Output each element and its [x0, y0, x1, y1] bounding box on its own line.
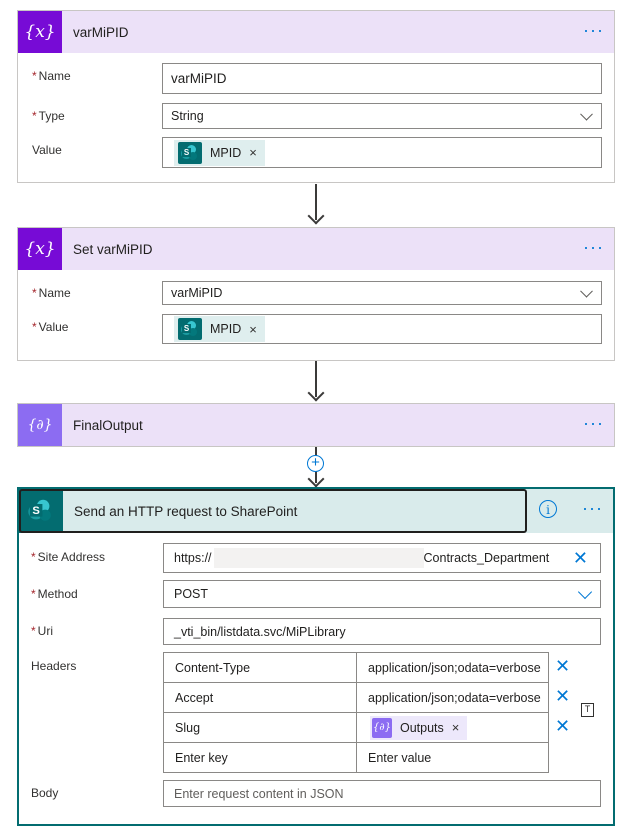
sharepoint-icon: S [178, 318, 202, 340]
more-options-button[interactable]: ··· [583, 413, 604, 433]
token-label: Outputs [400, 720, 444, 735]
card-header[interactable]: {∂} FinalOutput ··· [18, 404, 614, 446]
arrow-head [307, 470, 325, 488]
compose-icon: {∂} [372, 717, 392, 738]
headers-table: Content-Type application/json;odata=verb… [163, 652, 549, 773]
compose-icon: {∂} [18, 404, 62, 446]
info-icon[interactable]: i [539, 500, 557, 518]
connector-arrow [315, 184, 317, 220]
remove-token-icon[interactable]: × [249, 145, 257, 160]
type-dropdown[interactable]: String [162, 103, 602, 129]
name-label: *Name [32, 69, 71, 83]
dynamic-content-token[interactable]: {∂} Outputs × [370, 715, 468, 740]
header-value-input[interactable]: Enter value [356, 742, 549, 773]
body-field[interactable]: Enter request content in JSON [163, 780, 601, 807]
header-focus-outline [19, 489, 527, 533]
remove-header-icon[interactable]: ✕ [555, 656, 571, 676]
token-label: MPID [210, 145, 242, 160]
header-row-empty: Enter key Enter value [163, 742, 549, 773]
header-key-cell[interactable]: Accept [163, 682, 357, 713]
header-key-input[interactable]: Enter key [163, 742, 357, 773]
more-options-button[interactable]: ··· [583, 20, 604, 40]
header-row: Slug {∂} Outputs × [163, 712, 549, 743]
switch-to-text-mode-icon[interactable]: T [581, 703, 594, 717]
redacted-url [213, 548, 424, 568]
remove-token-icon[interactable]: × [249, 321, 257, 337]
card-header[interactable]: S Send an HTTP request to SharePoint i ·… [19, 489, 613, 533]
remove-header-icon[interactable]: ✕ [555, 686, 571, 706]
http-request-card: S Send an HTTP request to SharePoint i ·… [17, 487, 615, 826]
method-label: *Method [31, 587, 78, 601]
header-key-cell[interactable]: Content-Type [163, 652, 357, 683]
header-value-cell[interactable]: application/json;odata=verbose [356, 652, 549, 683]
type-label: *Type [32, 109, 65, 123]
header-value-cell[interactable]: {∂} Outputs × [356, 712, 549, 743]
uri-field[interactable]: _vti_bin/listdata.svc/MiPLibrary [163, 618, 601, 645]
value-field[interactable]: S MPID × [162, 314, 602, 344]
value-field[interactable]: S MPID × [162, 137, 602, 168]
card-title[interactable]: Set varMiPID [73, 241, 153, 257]
sharepoint-icon: S [19, 489, 63, 533]
variable-icon: {𝑥} [18, 11, 62, 53]
card-header[interactable]: {𝑥} Set varMiPID ··· [18, 228, 614, 270]
chevron-down-icon[interactable] [577, 584, 593, 600]
name-label: *Name [32, 286, 71, 300]
remove-token-icon[interactable]: × [451, 720, 460, 735]
arrow-head [307, 207, 325, 225]
value-label: Value [32, 143, 62, 157]
card-header[interactable]: {𝑥} varMiPID ··· [18, 11, 614, 53]
header-row: Accept application/json;odata=verbose [163, 682, 549, 713]
header-row: Content-Type application/json;odata=verb… [163, 652, 549, 683]
dynamic-content-token[interactable]: S MPID × [174, 139, 265, 166]
card-title[interactable]: varMiPID [73, 24, 129, 40]
site-address-field[interactable]: https://Contracts_Department ✕ [163, 543, 601, 573]
initialize-variable-card: {𝑥} varMiPID ··· *Name varMiPID *Type St… [17, 10, 615, 183]
arrow-head [307, 384, 325, 402]
value-label: *Value [32, 320, 69, 334]
card-title[interactable]: FinalOutput [73, 417, 143, 433]
dynamic-content-token[interactable]: S MPID × [174, 316, 265, 342]
chevron-down-icon[interactable] [580, 107, 593, 121]
remove-header-icon[interactable]: ✕ [555, 716, 571, 736]
more-options-button[interactable]: ··· [582, 498, 603, 518]
chevron-down-icon[interactable] [580, 284, 593, 298]
name-field[interactable]: varMiPID [162, 63, 602, 94]
token-label: MPID [210, 322, 242, 336]
card-title[interactable]: Send an HTTP request to SharePoint [74, 503, 298, 519]
sharepoint-icon: S [178, 141, 202, 164]
header-value-cell[interactable]: application/json;odata=verbose [356, 682, 549, 713]
site-address-label: *Site Address [31, 550, 106, 564]
method-dropdown[interactable]: POST [163, 580, 601, 608]
plus-icon: + [311, 454, 320, 471]
clear-icon[interactable]: ✕ [572, 548, 588, 568]
name-dropdown[interactable]: varMiPID [162, 281, 602, 305]
more-options-button[interactable]: ··· [583, 237, 604, 257]
body-label: Body [31, 786, 59, 800]
set-variable-card: {𝑥} Set varMiPID ··· *Name varMiPID *Val… [17, 227, 615, 361]
compose-card[interactable]: {∂} FinalOutput ··· [17, 403, 615, 447]
uri-label: *Uri [31, 624, 53, 638]
add-step-button[interactable]: + [307, 455, 324, 472]
headers-label: Headers [31, 659, 77, 673]
header-key-cell[interactable]: Slug [163, 712, 357, 743]
connector-arrow [315, 361, 317, 397]
variable-icon: {𝑥} [18, 228, 62, 270]
